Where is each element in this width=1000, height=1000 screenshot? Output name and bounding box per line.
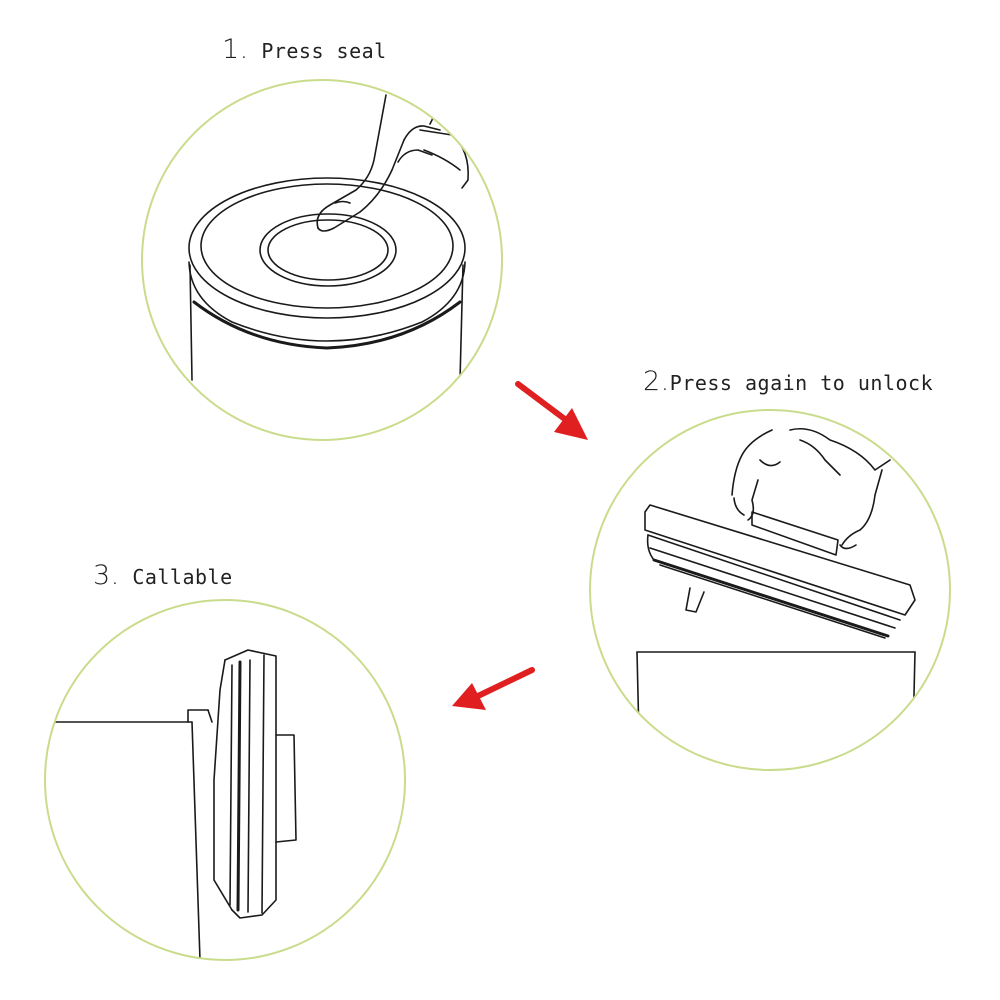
step-2-circle bbox=[589, 409, 951, 771]
step-2-text: Press again to unlock bbox=[669, 371, 934, 395]
step-1-panel bbox=[141, 79, 503, 441]
step-3-label: 3. Callable bbox=[93, 560, 233, 591]
step-1-text: Press seal bbox=[261, 39, 387, 63]
step-1-number: 1. bbox=[222, 34, 249, 65]
step-3-circle bbox=[44, 599, 406, 961]
step-2-label: 2.Press again to unlock bbox=[643, 366, 933, 397]
step-1-circle bbox=[141, 79, 503, 441]
lid-hanging-on-rim-illustration bbox=[54, 649, 297, 960]
hands-lifting-lid-illustration bbox=[636, 427, 916, 770]
step-3-panel bbox=[44, 599, 406, 961]
finger-pressing-lid-illustration bbox=[188, 94, 469, 381]
step-2-panel bbox=[589, 409, 951, 771]
step-3-text: Callable bbox=[132, 565, 233, 589]
step-3-number: 3. bbox=[93, 560, 120, 591]
arrow-down-left-icon bbox=[452, 667, 535, 710]
step-1-label: 1. Press seal bbox=[222, 34, 387, 65]
step-2-number: 2. bbox=[643, 366, 670, 397]
arrow-down-right-icon bbox=[515, 381, 588, 440]
